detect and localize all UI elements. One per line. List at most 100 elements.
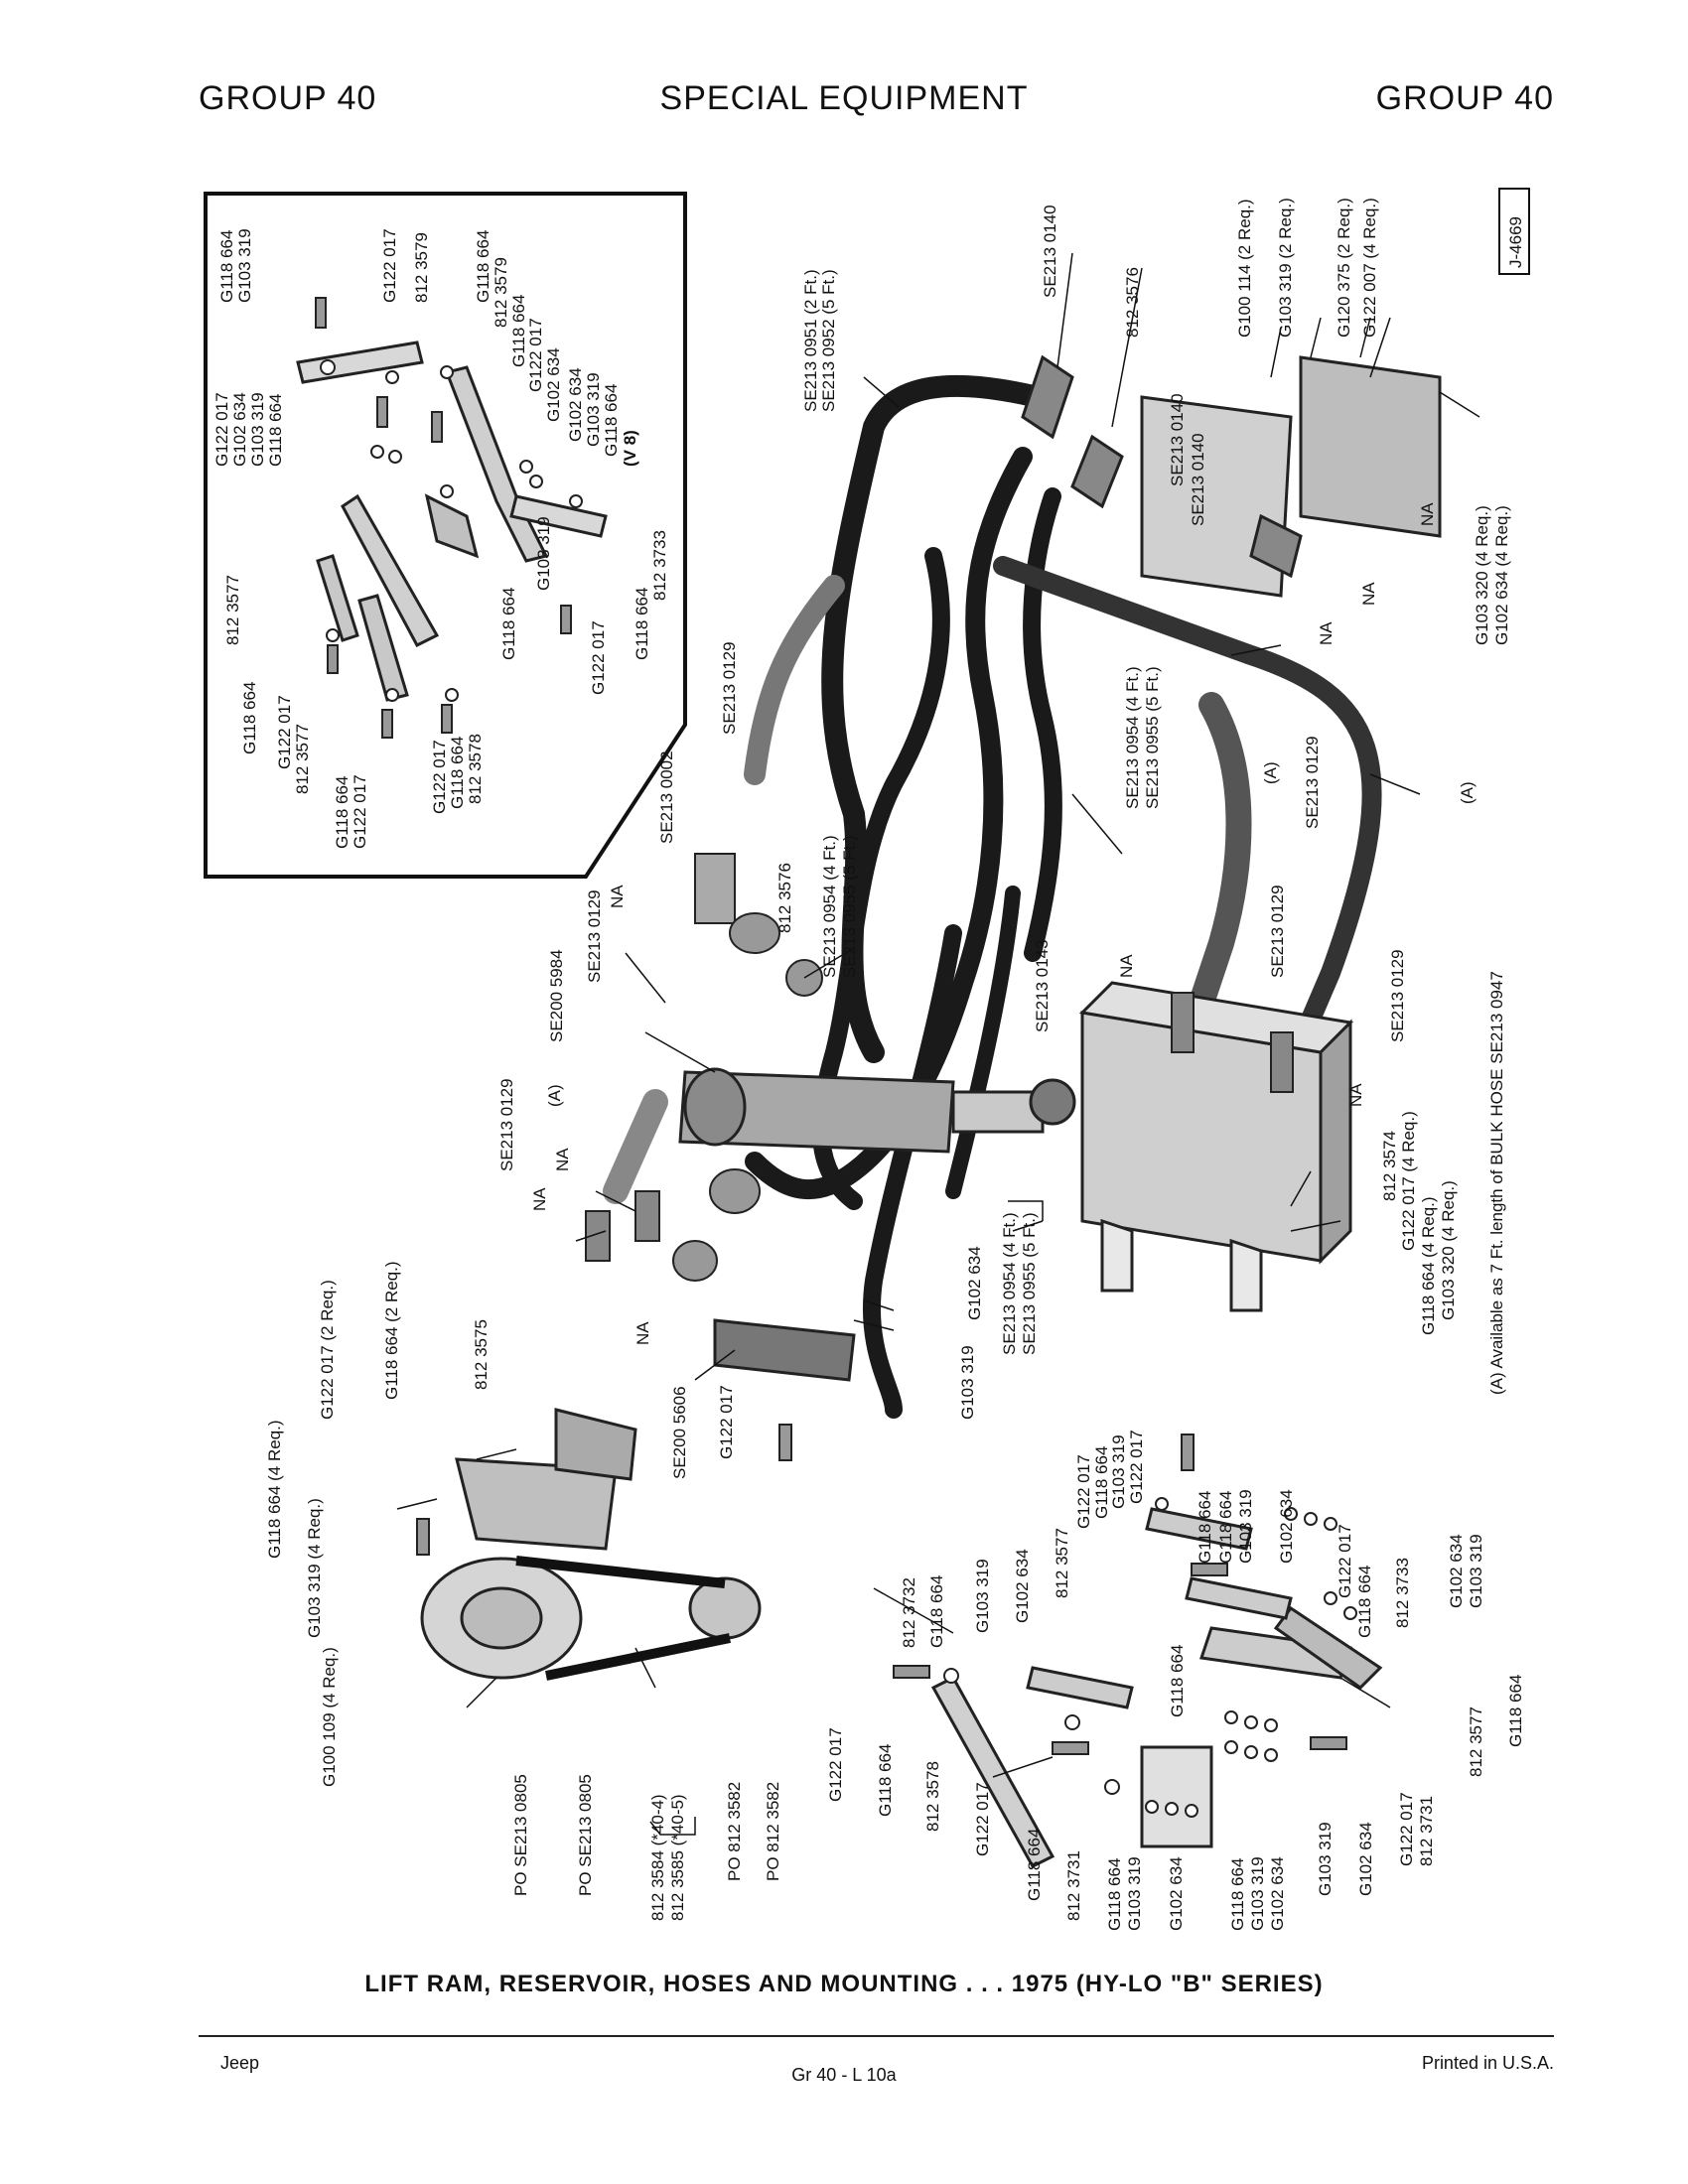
callout: G102 634 (4 Req.) xyxy=(1492,505,1511,645)
inset-note: (V 8) xyxy=(621,430,639,467)
callout: 812 3578 xyxy=(923,1761,942,1832)
callout: SE213 0951 (2 Ft.) xyxy=(801,269,820,412)
lower-brackets xyxy=(930,1507,1383,1868)
callout: SE200 5984 xyxy=(547,949,566,1042)
callout: G122 017 xyxy=(1074,1454,1093,1529)
callout: (A) xyxy=(1458,781,1477,804)
callout: PO 812 3582 xyxy=(764,1782,782,1881)
callout: NA xyxy=(1418,502,1437,526)
callout: G118 664 xyxy=(1216,1491,1235,1564)
callout: SE213 0140 xyxy=(1168,393,1187,486)
lower-bolts xyxy=(416,1424,1347,1755)
callout: 812 3575 xyxy=(472,1319,491,1390)
callout: 812 3577 xyxy=(1053,1528,1071,1598)
inset-label: G118 664 xyxy=(602,384,621,457)
pump-mount xyxy=(455,1318,856,1551)
figure-caption: LIFT RAM, RESERVOIR, HOSES AND MOUNTING … xyxy=(364,1971,1324,1997)
callout: G118 664 xyxy=(1355,1566,1374,1638)
reservoir xyxy=(1078,981,1354,1312)
callout: G122 017 xyxy=(717,1385,736,1459)
callout: SE213 0129 xyxy=(1268,885,1287,978)
inset-label: G118 664 xyxy=(499,588,518,660)
inset-label: G102 634 xyxy=(230,392,249,467)
callout: NA xyxy=(530,1187,549,1211)
inset-frame xyxy=(204,192,687,879)
callout: G102 634 xyxy=(1268,1856,1287,1931)
callout: G102 634 xyxy=(965,1246,984,1320)
inset-label: G103 319 xyxy=(584,372,603,447)
callout: SE213 0952 (5 Ft.) xyxy=(819,269,838,412)
callout: G102 634 xyxy=(1013,1549,1032,1623)
callout: SE213 0129 xyxy=(585,889,604,983)
callout: SE213 0955 (5 Ft.) xyxy=(1143,666,1162,809)
callout: (A) xyxy=(545,1084,564,1107)
figure-id-box xyxy=(1498,188,1530,275)
inset-label: G122 017 xyxy=(380,228,399,303)
callout: G102 634 xyxy=(1356,1822,1375,1896)
callout: NA xyxy=(1359,582,1378,606)
callout: G103 319 xyxy=(1236,1489,1255,1564)
callout: NA xyxy=(1317,621,1336,645)
footer-right: Printed in U.S.A. xyxy=(1421,2053,1554,2073)
leader-lines xyxy=(396,252,1480,1836)
callout: G122 017 xyxy=(973,1782,992,1856)
callout: SE213 0143 xyxy=(1033,939,1052,1032)
callout: G122 017 (4 Req.) xyxy=(1399,1111,1418,1251)
callout: G118 664 xyxy=(1025,1829,1044,1901)
callout-labels: SE213 0951 (2 Ft.) SE213 0952 (5 Ft.) SE… xyxy=(265,198,1525,1931)
callout: SE213 0954 (4 Ft.) xyxy=(1000,1212,1019,1355)
inset-label: G118 664 xyxy=(266,394,285,467)
callout: G118 664 xyxy=(1105,1858,1124,1931)
callout: 812 3576 xyxy=(1123,267,1142,338)
callout: G103 319 xyxy=(973,1559,992,1633)
callout: G118 664 xyxy=(927,1575,946,1648)
callout: G118 664 xyxy=(876,1744,895,1817)
inset-label: G122 017 xyxy=(589,620,608,695)
inset-label: G122 017 xyxy=(526,318,545,392)
inset-label: G118 664 xyxy=(509,295,528,367)
inset-label: G102 634 xyxy=(544,347,563,422)
callout: G122 017 (2 Req.) xyxy=(318,1280,337,1420)
lower-washers xyxy=(943,1497,1357,1818)
callout: SE213 0002 xyxy=(657,751,676,844)
footer-divider xyxy=(199,2035,1554,2037)
inset-washers xyxy=(320,359,583,702)
callout: SE213 0129 xyxy=(1303,736,1322,829)
footer-center: Gr 40 - L 10a xyxy=(791,2065,897,2085)
callout: 812 3731 xyxy=(1064,1850,1083,1921)
inset-label: G118 664 xyxy=(633,588,651,660)
callout: 812 3585 (*40-5) xyxy=(668,1794,687,1921)
callout: G102 634 xyxy=(1447,1534,1466,1608)
callout: G122 017 xyxy=(1397,1792,1416,1866)
callout: G103 320 (4 Req.) xyxy=(1439,1180,1458,1320)
callout: G100 114 (2 Req.) xyxy=(1235,199,1254,338)
callout: G102 634 xyxy=(1277,1489,1296,1564)
callout: G103 319 xyxy=(1125,1856,1144,1931)
callout: 812 3731 xyxy=(1417,1796,1436,1866)
inset-label: G122 017 xyxy=(351,774,369,849)
callout: 812 3584 (*40-4) xyxy=(648,1794,667,1921)
inset-label: 812 3733 xyxy=(650,530,669,601)
callout: 812 3577 xyxy=(1467,1706,1485,1777)
callout: NA xyxy=(1346,1083,1365,1107)
callout: G103 319 xyxy=(1467,1534,1485,1608)
callout: (A) xyxy=(1261,761,1280,784)
callout: G122 007 (4 Req.) xyxy=(1360,198,1379,338)
header-right: GROUP 40 xyxy=(1375,79,1554,117)
inset-label: G102 634 xyxy=(566,367,585,442)
tubes xyxy=(603,556,1382,1204)
pulley-assembly xyxy=(420,1556,762,1681)
inset-label: G118 664 xyxy=(474,230,492,303)
inset-label: 812 3579 xyxy=(412,232,431,303)
inset-labels: G118 664 G103 319 G122 017 812 3579 G118… xyxy=(212,228,669,849)
inset-label: 812 3579 xyxy=(492,257,510,328)
callout: G120 375 (2 Req.) xyxy=(1335,198,1353,338)
inset-bolts xyxy=(315,297,572,739)
callout: G103 319 xyxy=(1248,1856,1267,1931)
callout: G118 664 (2 Req.) xyxy=(382,1261,401,1400)
inset-label: G103 319 xyxy=(534,516,553,591)
header-left: GROUP 40 xyxy=(199,79,377,117)
callout: NA xyxy=(608,885,627,908)
callout: SE213 0129 xyxy=(497,1078,516,1171)
